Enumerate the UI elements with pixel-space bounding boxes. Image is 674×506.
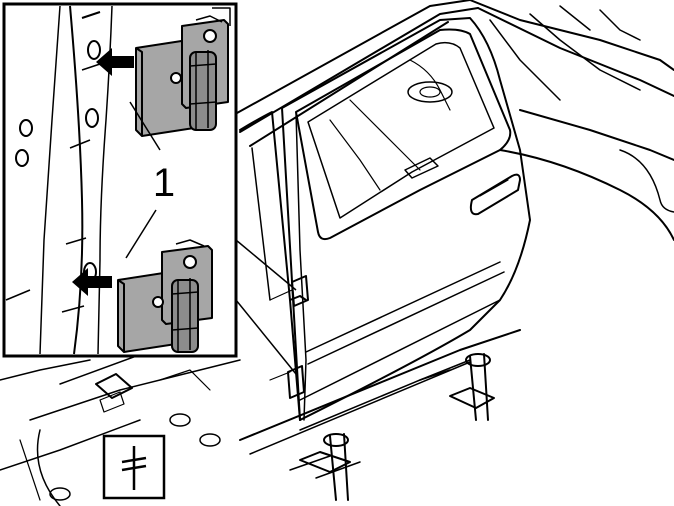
lower-arrow-icon (72, 268, 112, 296)
fastener-symbol-box (102, 434, 166, 500)
callout-leaders (125, 101, 161, 259)
upper-hinge (135, 7, 231, 137)
lower-hinge (117, 239, 213, 353)
leader-lines (235, 239, 297, 375)
callout-number: 1 (153, 161, 175, 205)
pillar-section (5, 5, 113, 355)
fastener-tolerance-symbol-icon (121, 446, 147, 490)
upper-arrow-icon (96, 48, 134, 76)
hinge-detail-inset: 1 (2, 2, 238, 358)
